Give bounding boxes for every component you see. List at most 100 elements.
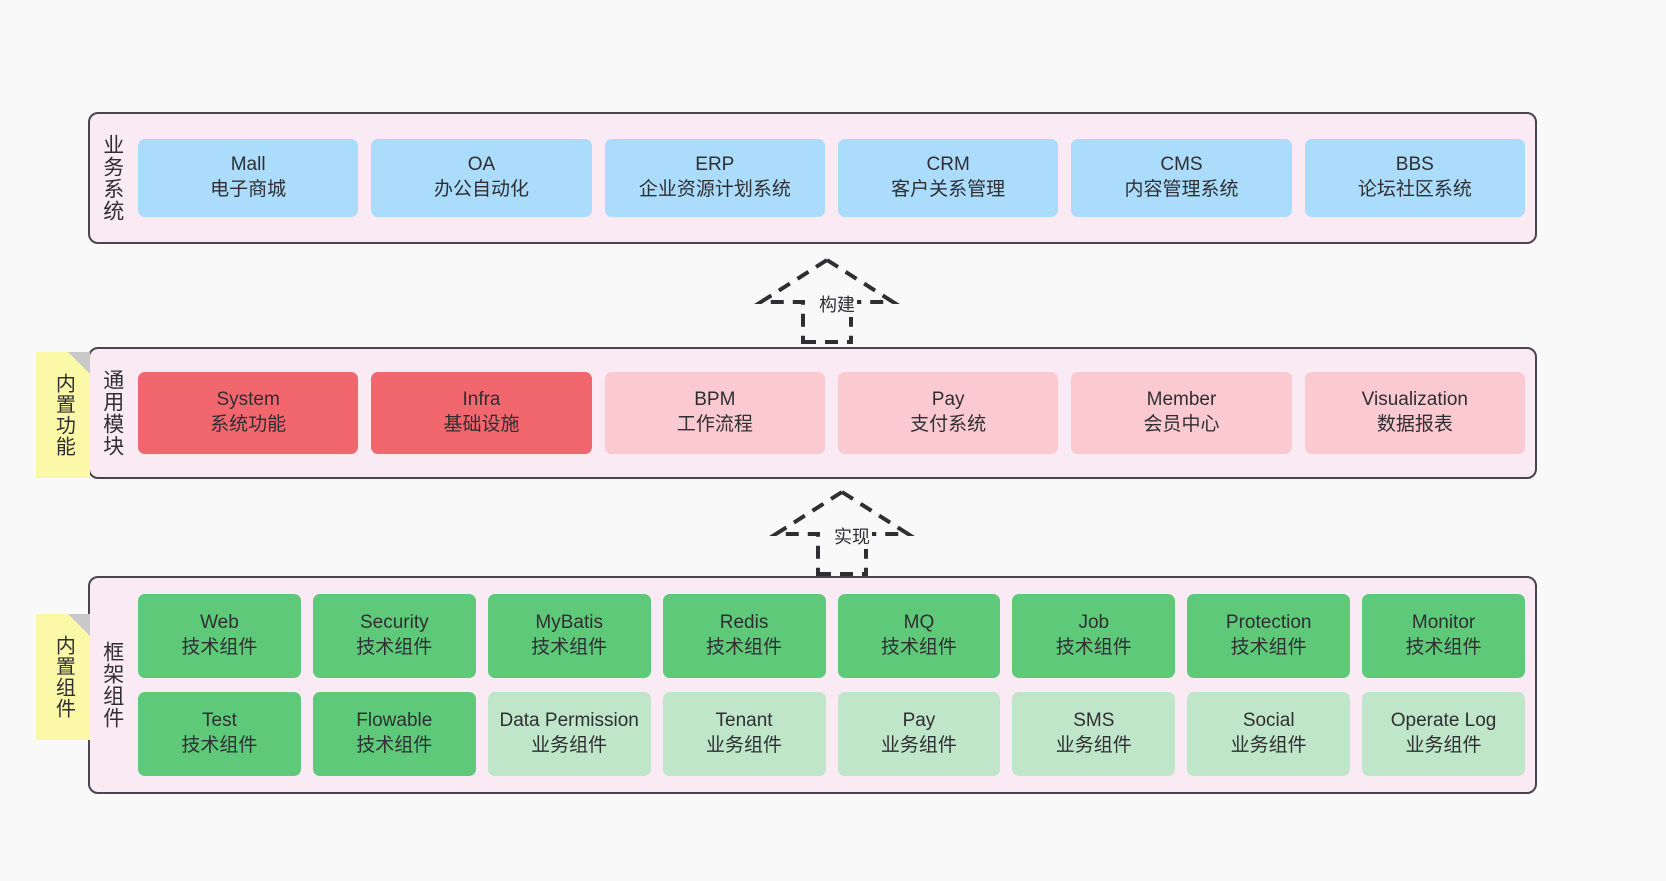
build-arrow-label: 构建: [817, 291, 857, 317]
note-fold-icon: [68, 352, 90, 374]
component-box[interactable]: Visualization 数据报表: [1304, 372, 1525, 454]
layer-business-systems: 业务系统 Mall 电子商城 OA 办公自动化 ERP 企业资源计划系统 CRM 客户关系管理…: [88, 112, 1537, 244]
component-box-subtitle: 业务组件: [1055, 735, 1132, 756]
component-box[interactable]: Operate Log 业务组件: [1362, 692, 1525, 776]
component-box[interactable]: Mall 电子商城: [138, 139, 359, 217]
component-box-title: Mall: [230, 154, 266, 176]
component-box[interactable]: SMS 业务组件: [1012, 692, 1176, 776]
component-box-subtitle: 技术组件: [1230, 637, 1307, 658]
component-box[interactable]: OA 办公自动化: [371, 139, 592, 217]
component-box-subtitle: 数据报表: [1376, 414, 1453, 435]
component-box-title: Social: [1242, 710, 1295, 732]
component-box-title: Security: [359, 612, 429, 634]
note-builtin-function-label: 内置功能: [52, 373, 75, 457]
component-box-title: System: [216, 389, 280, 411]
component-box[interactable]: Redis 技术组件: [662, 594, 826, 678]
note-fold-icon: [68, 614, 90, 636]
component-box-subtitle: 会员中心: [1143, 414, 1220, 435]
component-box-title: BBS: [1395, 154, 1434, 176]
component-box-subtitle: 业务组件: [706, 735, 783, 756]
component-box-subtitle: 技术组件: [706, 637, 783, 658]
component-box[interactable]: MyBatis 技术组件: [487, 594, 651, 678]
component-box-title: BPM: [694, 389, 736, 411]
component-box[interactable]: Protection 技术组件: [1187, 594, 1351, 678]
note-builtin-component-label: 内置组件: [52, 635, 75, 719]
component-box-subtitle: 技术组件: [1405, 637, 1482, 658]
component-box-title: Flowable: [356, 710, 433, 732]
component-box[interactable]: Pay 业务组件: [837, 692, 1001, 776]
component-box-subtitle: 内容管理系统: [1124, 179, 1239, 200]
component-box-title: Web: [200, 612, 239, 634]
layer-title-module: 通用模块: [100, 369, 124, 457]
component-box[interactable]: BPM 工作流程: [604, 372, 825, 454]
component-box-subtitle: 技术组件: [1055, 637, 1132, 658]
component-box[interactable]: Tenant 业务组件: [662, 692, 826, 776]
component-box[interactable]: Social 业务组件: [1187, 692, 1351, 776]
component-box[interactable]: Flowable 技术组件: [312, 692, 476, 776]
component-box-subtitle: 论坛社区系统: [1357, 179, 1472, 200]
component-box-subtitle: 业务组件: [880, 735, 957, 756]
component-box[interactable]: BBS 论坛社区系统: [1304, 139, 1525, 217]
component-box-subtitle: 业务组件: [531, 735, 608, 756]
component-box[interactable]: Monitor 技术组件: [1362, 594, 1525, 678]
component-box-subtitle: 支付系统: [910, 414, 987, 435]
component-box-title: Pay: [902, 710, 936, 732]
component-box-subtitle: 技术组件: [356, 735, 433, 756]
note-builtin-component: 内置组件: [36, 614, 90, 740]
component-box-subtitle: 技术组件: [181, 637, 258, 658]
component-box[interactable]: Web 技术组件: [138, 594, 301, 678]
component-box-title: Pay: [931, 389, 965, 411]
component-box[interactable]: Security 技术组件: [312, 594, 476, 678]
note-builtin-function: 内置功能: [36, 352, 90, 478]
component-box-subtitle: 工作流程: [676, 414, 753, 435]
component-box-subtitle: 技术组件: [181, 735, 258, 756]
component-box[interactable]: Job 技术组件: [1012, 594, 1176, 678]
component-box-title: MyBatis: [535, 612, 603, 634]
component-box-subtitle: 客户关系管理: [891, 179, 1006, 200]
component-box[interactable]: Data Permission 业务组件: [487, 692, 651, 776]
layer-title-business: 业务系统: [100, 134, 124, 222]
layer-title-framework: 框架组件: [100, 641, 124, 729]
component-box-title: Tenant: [715, 710, 773, 732]
component-box-title: Visualization: [1361, 389, 1468, 411]
component-box[interactable]: CRM 客户关系管理: [837, 139, 1059, 217]
component-box-subtitle: 电子商城: [210, 179, 287, 200]
component-box-title: Operate Log: [1390, 710, 1497, 732]
component-box-title: ERP: [695, 154, 735, 176]
component-box-title: Monitor: [1411, 612, 1476, 634]
component-box-subtitle: 企业资源计划系统: [638, 179, 791, 200]
component-box-subtitle: 技术组件: [531, 637, 608, 658]
component-box-title: Protection: [1225, 612, 1312, 634]
implement-arrow: 实现: [769, 490, 915, 576]
component-box-title: SMS: [1073, 710, 1115, 732]
build-arrow: 构建: [754, 258, 900, 344]
component-box-title: Infra: [462, 389, 501, 411]
component-box-title: Redis: [719, 612, 769, 634]
component-box-subtitle: 办公自动化: [433, 179, 529, 200]
component-box-subtitle: 业务组件: [1405, 735, 1482, 756]
component-box-title: OA: [467, 154, 496, 176]
component-box-subtitle: 系统功能: [210, 414, 287, 435]
component-box[interactable]: Pay 支付系统: [837, 372, 1059, 454]
component-box-subtitle: 技术组件: [356, 637, 433, 658]
component-box-title: Data Permission: [499, 710, 639, 732]
component-box-title: CRM: [926, 154, 970, 176]
component-box-title: Job: [1078, 612, 1110, 634]
component-box-subtitle: 业务组件: [1230, 735, 1307, 756]
component-box-title: MQ: [903, 612, 935, 634]
component-box[interactable]: System 系统功能: [138, 372, 359, 454]
component-box[interactable]: MQ 技术组件: [837, 594, 1001, 678]
component-box-subtitle: 技术组件: [880, 637, 957, 658]
component-box[interactable]: ERP 企业资源计划系统: [604, 139, 825, 217]
implement-arrow-label: 实现: [832, 523, 872, 549]
